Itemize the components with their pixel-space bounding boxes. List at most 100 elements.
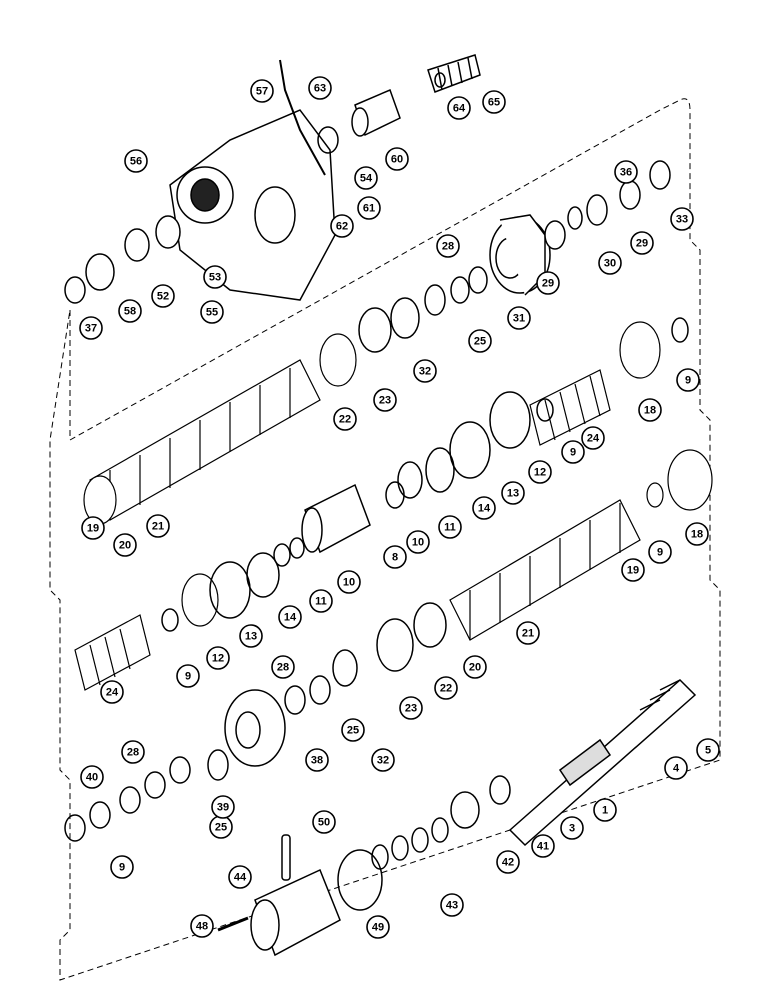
callout-number: 39 xyxy=(217,802,229,814)
callout-3: 3 xyxy=(560,816,584,840)
callout-circle xyxy=(373,388,397,412)
callout-number: 19 xyxy=(627,565,639,577)
callout-24a: 24 xyxy=(581,426,605,450)
callout-circle xyxy=(146,514,170,538)
callout-number: 20 xyxy=(119,540,131,552)
callout-circle xyxy=(406,530,430,554)
callout-circle xyxy=(312,810,336,834)
callout-circle xyxy=(676,368,700,392)
callout-number: 62 xyxy=(336,221,348,233)
callout-circle xyxy=(685,522,709,546)
callout-circle xyxy=(151,284,175,308)
callout-circle xyxy=(211,795,235,819)
callout-circle xyxy=(337,570,361,594)
callout-number: 60 xyxy=(391,154,403,166)
callout-53: 53 xyxy=(203,265,227,289)
callout-circle xyxy=(531,834,555,858)
callout-25b: 25 xyxy=(341,718,365,742)
callout-circle xyxy=(648,540,672,564)
callout-19a: 19 xyxy=(81,516,105,540)
callout-number: 9 xyxy=(185,671,191,683)
callout-number: 22 xyxy=(339,414,351,426)
callout-21b: 21 xyxy=(516,621,540,645)
callout-circle xyxy=(670,207,694,231)
callout-50: 50 xyxy=(312,810,336,834)
callout-28c: 28 xyxy=(121,740,145,764)
callout-number: 18 xyxy=(644,405,656,417)
callout-14b: 14 xyxy=(278,605,302,629)
callout-56: 56 xyxy=(124,149,148,173)
splined-shaft-65 xyxy=(427,54,481,93)
callout-circle xyxy=(630,231,654,255)
callout-64: 64 xyxy=(447,96,471,120)
callout-number: 54 xyxy=(360,173,373,185)
callout-33: 33 xyxy=(670,207,694,231)
callout-57: 57 xyxy=(250,79,274,103)
gasket-part-49 xyxy=(337,849,383,911)
callout-number: 42 xyxy=(502,857,514,869)
callout-circle xyxy=(593,798,617,822)
housing-cover xyxy=(169,109,336,301)
callout-number: 21 xyxy=(522,628,534,640)
clutch-pack-lower xyxy=(449,449,713,641)
callout-circle xyxy=(434,676,458,700)
callout-number: 30 xyxy=(604,258,616,270)
callout-circle xyxy=(354,166,378,190)
callout-circle xyxy=(118,299,142,323)
callout-20b: 20 xyxy=(463,655,487,679)
callout-number: 3 xyxy=(569,823,575,835)
callout-circle xyxy=(278,605,302,629)
pin-part-50 xyxy=(281,834,291,881)
callout-circle xyxy=(100,680,124,704)
callout-circle xyxy=(206,646,230,670)
callout-circle xyxy=(330,214,354,238)
callout-circle xyxy=(121,740,145,764)
callout-9a: 9 xyxy=(676,368,700,392)
callout-number: 13 xyxy=(507,488,519,500)
callout-5: 5 xyxy=(696,738,720,762)
callout-12a: 12 xyxy=(528,460,552,484)
callout-circle xyxy=(501,481,525,505)
callout-18b: 18 xyxy=(685,522,709,546)
callout-22b: 22 xyxy=(434,676,458,700)
callout-number: 32 xyxy=(419,366,431,378)
callout-1: 1 xyxy=(593,798,617,822)
callout-number: 25 xyxy=(215,822,227,834)
callout-number: 28 xyxy=(442,241,454,253)
callout-20a: 20 xyxy=(113,533,137,557)
callout-circle xyxy=(357,196,381,220)
callout-38: 38 xyxy=(305,748,329,772)
callout-circle xyxy=(371,748,395,772)
rings-row3 xyxy=(161,537,447,672)
callout-circle xyxy=(440,893,464,917)
callout-circle xyxy=(399,696,423,720)
callout-42: 42 xyxy=(496,850,520,874)
rings-row4 xyxy=(64,649,511,870)
callout-number: 37 xyxy=(85,323,97,335)
callout-circle xyxy=(447,96,471,120)
callout-number: 41 xyxy=(537,841,549,853)
callout-circle xyxy=(560,816,584,840)
callout-number: 4 xyxy=(673,763,680,775)
callout-number: 36 xyxy=(620,167,632,179)
callout-number: 40 xyxy=(86,772,98,784)
callout-number: 64 xyxy=(453,103,466,115)
callout-circle xyxy=(308,76,332,100)
callout-circle xyxy=(598,251,622,275)
callout-28b: 28 xyxy=(271,655,295,679)
callout-39: 39 xyxy=(211,795,235,819)
callout-circle xyxy=(309,589,333,613)
callout-13b: 13 xyxy=(239,624,263,648)
callout-number: 21 xyxy=(152,521,164,533)
callout-49: 49 xyxy=(366,915,390,939)
callout-65: 65 xyxy=(482,90,506,114)
housing-part-44 xyxy=(250,868,341,957)
callout-number: 61 xyxy=(363,203,375,215)
callout-circle xyxy=(472,496,496,520)
callout-circle xyxy=(696,738,720,762)
callout-number: 53 xyxy=(209,272,221,284)
callout-4: 4 xyxy=(664,756,688,780)
callout-number: 10 xyxy=(412,537,424,549)
callout-layer: 1345899999101011111212131314141818191920… xyxy=(79,76,720,939)
callout-12b: 12 xyxy=(206,646,230,670)
